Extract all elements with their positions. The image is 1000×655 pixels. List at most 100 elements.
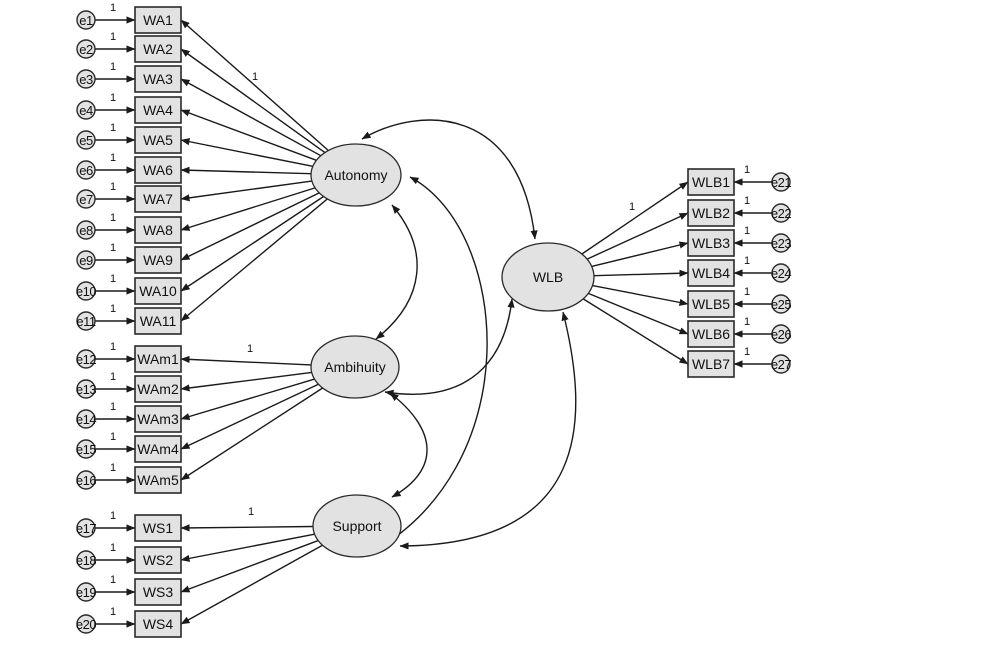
- error-term-e24: e24: [771, 263, 792, 283]
- error-weight-label: 1: [110, 31, 116, 43]
- latent-ambihuity[interactable]: Ambihuity: [310, 335, 400, 399]
- error-term-e23: e23: [771, 233, 792, 253]
- indicator-wam1[interactable]: WAm1: [134, 345, 182, 373]
- indicator-wam2[interactable]: WAm2: [134, 375, 182, 403]
- loading-arrow: [180, 166, 312, 175]
- loading-arrow: [588, 292, 689, 335]
- loading-arrow: [180, 138, 313, 168]
- indicator-wa5[interactable]: WA5: [134, 126, 182, 154]
- indicator-wa10[interactable]: WA10: [134, 277, 182, 305]
- indicator-wam3[interactable]: WAm3: [134, 405, 182, 433]
- error-label: e2: [79, 42, 93, 57]
- indicator-label: WA8: [143, 222, 173, 238]
- error-term-e19: e19: [76, 582, 97, 602]
- indicator-wlb2[interactable]: WLB2: [687, 199, 735, 227]
- indicator-label: WA1: [143, 12, 173, 28]
- error-weight-label: 1: [110, 181, 116, 193]
- indicator-wlb6[interactable]: WLB6: [687, 320, 735, 348]
- indicator-wa8[interactable]: WA8: [134, 216, 182, 244]
- indicator-label: WLB4: [692, 265, 730, 281]
- indicator-wa3[interactable]: WA3: [134, 65, 182, 93]
- indicator-wam5[interactable]: WAm5: [134, 466, 182, 494]
- error-term-e21: e21: [771, 172, 792, 192]
- indicator-wlb3[interactable]: WLB3: [687, 229, 735, 257]
- indicator-label: WAm2: [137, 381, 179, 397]
- latent-wlb[interactable]: WLB: [501, 242, 595, 312]
- loading-weight-label: 1: [252, 71, 258, 83]
- indicator-wam4[interactable]: WAm4: [134, 435, 182, 463]
- loading-arrow: [180, 355, 312, 366]
- loading-arrow: [581, 181, 689, 255]
- loading-arrow: [180, 378, 315, 421]
- indicator-ws4[interactable]: WS4: [134, 610, 182, 638]
- error-weight-label: 1: [110, 510, 116, 522]
- loading-weight-label: 1: [247, 343, 253, 355]
- indicator-wa1[interactable]: WA1: [134, 6, 182, 34]
- error-term-e10: e10: [76, 281, 97, 301]
- indicator-label: WLB7: [692, 356, 730, 372]
- indicator-wlb5[interactable]: WLB5: [687, 290, 735, 318]
- latent-support[interactable]: Support: [312, 494, 402, 558]
- error-term-e5: e5: [76, 130, 96, 150]
- error-weight-label: 1: [110, 2, 116, 14]
- error-weight-label: 1: [744, 255, 750, 267]
- indicator-wlb7[interactable]: WLB7: [687, 350, 735, 378]
- error-term-e1: e1: [76, 10, 96, 30]
- loading-arrow: [591, 241, 689, 268]
- indicator-label: WLB3: [692, 235, 730, 251]
- indicator-wlb4[interactable]: WLB4: [687, 259, 735, 287]
- loading-arrow: [592, 284, 689, 306]
- indicator-wlb1[interactable]: WLB1: [687, 168, 735, 196]
- error-label: e26: [771, 327, 791, 342]
- latent-label: Ambihuity: [324, 359, 385, 375]
- indicator-wa9[interactable]: WA9: [134, 246, 182, 274]
- indicator-ws2[interactable]: WS2: [134, 546, 182, 574]
- error-label: e6: [79, 163, 93, 178]
- error-label: e22: [771, 206, 791, 221]
- indicator-wa11[interactable]: WA11: [134, 307, 182, 335]
- latent-autonomy[interactable]: Autonomy: [310, 143, 402, 207]
- indicator-wa6[interactable]: WA6: [134, 156, 182, 184]
- error-term-e16: e16: [76, 470, 97, 490]
- error-term-e8: e8: [76, 220, 96, 240]
- error-arrows: [95, 16, 772, 628]
- latent-label: Support: [332, 518, 381, 534]
- error-terms: e1e2e3e4e5e6e7e8e9e10e11e12e13e14e15e16e…: [76, 10, 792, 634]
- indicator-label: WAm1: [137, 351, 179, 367]
- error-label: e11: [76, 314, 95, 329]
- loading-arrow: [582, 298, 689, 365]
- error-label: e16: [76, 473, 96, 488]
- loading-arrow: [180, 19, 329, 152]
- error-weight-label: 1: [744, 164, 750, 176]
- error-label: e4: [79, 103, 93, 118]
- error-weight-label: 1: [110, 152, 116, 164]
- loading-arrow: [586, 212, 689, 260]
- indicator-ws1[interactable]: WS1: [134, 514, 182, 542]
- error-weight-label: 1: [110, 462, 116, 474]
- error-term-e25: e25: [771, 294, 792, 314]
- indicator-wa7[interactable]: WA7: [134, 185, 182, 213]
- loading-arrow: [180, 524, 314, 532]
- covariance-support-wlb: [399, 311, 577, 550]
- error-term-e2: e2: [76, 39, 96, 59]
- indicator-label: WLB6: [692, 326, 730, 342]
- indicator-wa2[interactable]: WA2: [134, 35, 182, 63]
- error-term-e22: e22: [771, 203, 792, 223]
- covariance-autonomy-wlb: [361, 119, 538, 240]
- error-label: e7: [79, 192, 93, 207]
- error-term-e12: e12: [76, 349, 97, 369]
- indicator-ws3[interactable]: WS3: [134, 578, 182, 606]
- error-label: e13: [76, 382, 96, 397]
- error-weight-label: 1: [110, 606, 116, 618]
- loading-arrow: [180, 539, 319, 593]
- error-weight-label: 1: [744, 316, 750, 328]
- error-term-e14: e14: [76, 409, 97, 429]
- indicator-label: WA6: [143, 162, 173, 178]
- indicator-wa4[interactable]: WA4: [134, 96, 182, 124]
- loading-weight-label: 1: [629, 201, 635, 213]
- error-term-e7: e7: [76, 189, 96, 209]
- latent-variables: Autonomy Ambihuity Support WLB: [310, 143, 595, 558]
- indicator-label: WA4: [143, 102, 173, 118]
- error-term-e17: e17: [76, 518, 97, 538]
